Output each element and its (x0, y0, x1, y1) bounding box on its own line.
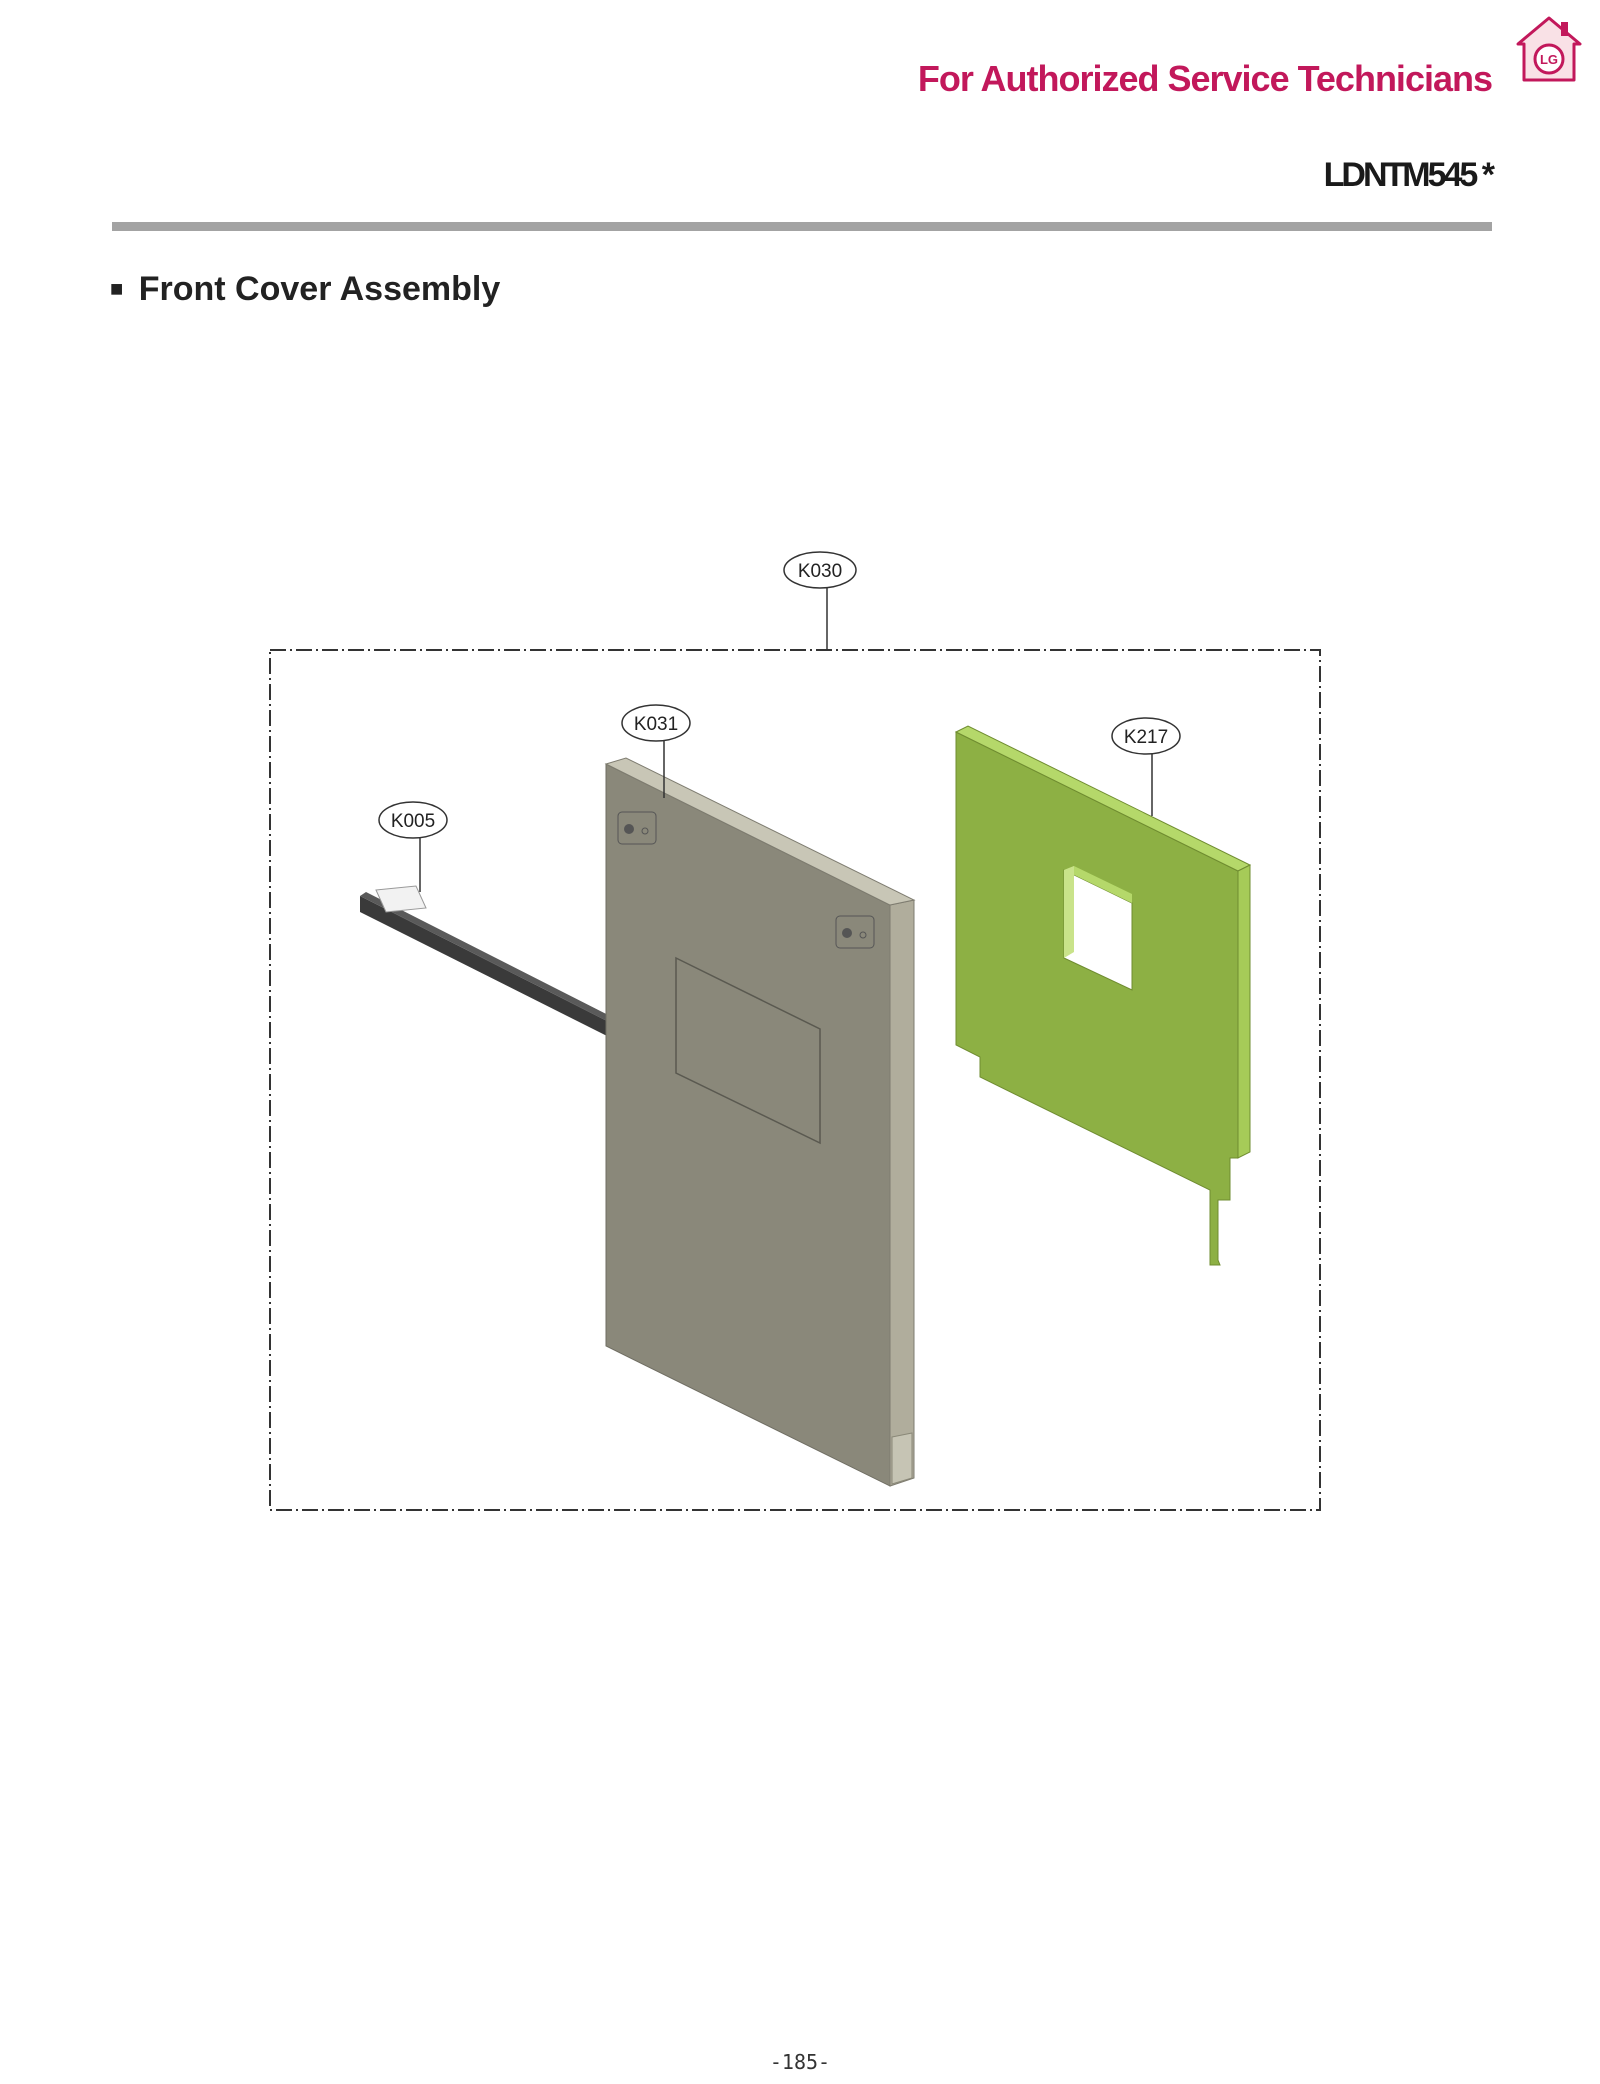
assembly-boundary (269, 649, 1321, 1511)
model-number: LDNTM545 * (1323, 156, 1495, 194)
display-window-outline (675, 956, 821, 1145)
front-panel-part (604, 757, 916, 1487)
header-divider (112, 222, 1492, 231)
page-number: -185- (769, 2050, 831, 2074)
callout-k217-label: K217 (1124, 727, 1168, 748)
callout-k031: K031 (621, 704, 691, 798)
section-heading: ■ Front Cover Assembly (110, 270, 500, 309)
logo-text: LG (1540, 52, 1558, 67)
insulation-panel-part (954, 725, 1252, 1266)
handle-bar (360, 896, 615, 1040)
section-title: Front Cover Assembly (138, 270, 501, 308)
section-bullet: ■ (110, 276, 124, 301)
handle-part (360, 885, 649, 1041)
header-title: For Authorized Service Technicians (917, 58, 1493, 99)
callout-k030: K030 (783, 551, 857, 650)
callout-k005: K005 (378, 801, 448, 892)
insulation-panel-face (955, 731, 1239, 1266)
lg-home-logo-icon: LG (1514, 14, 1584, 84)
callout-k031-label: K031 (634, 714, 678, 735)
exploded-view-diagram: K030 K031 (0, 540, 1600, 1520)
insulation-panel-edge (1237, 864, 1251, 1159)
callout-k005-label: K005 (391, 811, 435, 832)
callout-k217: K217 (1111, 717, 1181, 816)
handle-bracket-left (375, 885, 427, 913)
callout-k030-label: K030 (798, 561, 842, 582)
front-panel-side (889, 899, 915, 1487)
